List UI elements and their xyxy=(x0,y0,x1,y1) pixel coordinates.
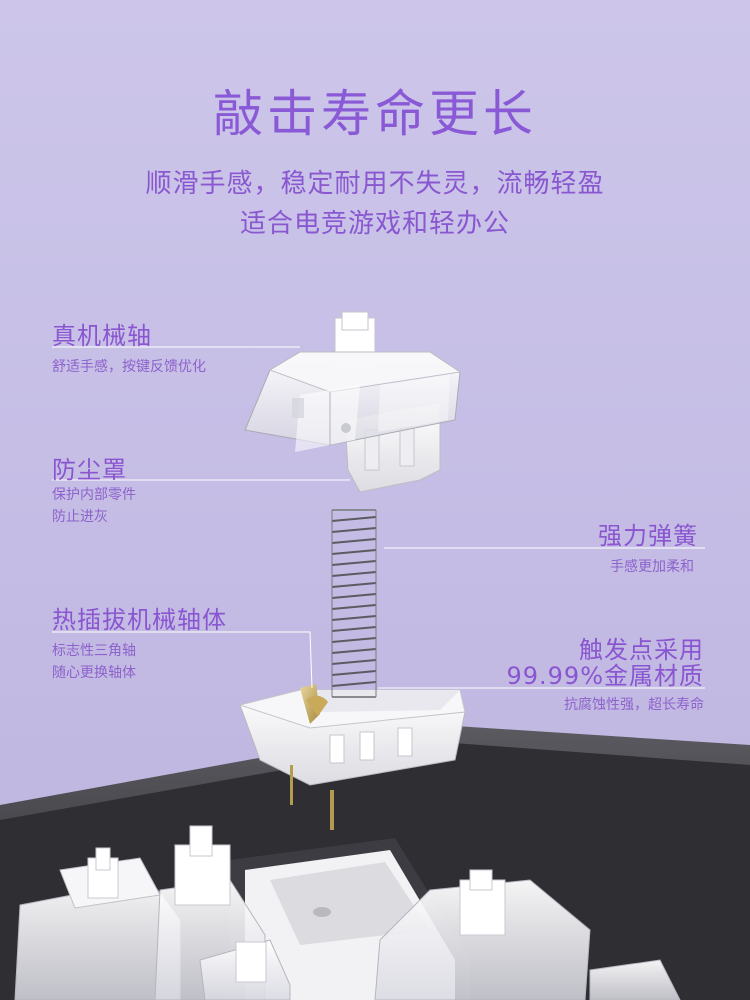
switch-bottom-housing xyxy=(238,684,466,830)
keyboard-switch-mid xyxy=(154,825,291,1000)
callout-spring-label: 强力弹簧 xyxy=(598,522,698,550)
callout-switch-label: 真机械轴 xyxy=(52,322,152,350)
callout-spring-desc: 手感更加柔和 xyxy=(610,559,694,575)
callout-contact-desc: 抗腐蚀性强，超长寿命 xyxy=(564,697,704,713)
callout-socket-label: 热插拔机械轴体 xyxy=(52,606,227,634)
callout-contact-label-1: 触发点采用 xyxy=(579,636,704,664)
callout-dust-label: 防尘罩 xyxy=(52,456,127,484)
callout-contact-label-2: 99.99%金属材质 xyxy=(506,662,704,690)
switch-top-housing xyxy=(244,351,462,452)
callout-dust-desc-1: 保护内部零件 xyxy=(52,487,136,503)
keyboard-switch-left xyxy=(14,847,181,1000)
leader-lines xyxy=(52,346,705,689)
keyboard-switch-right xyxy=(374,869,681,1000)
callout-socket-desc-2: 随心更换轴体 xyxy=(52,665,136,681)
page-title: 敲击寿命更长 xyxy=(213,85,537,143)
subtitle-line-2: 适合电竞游戏和轻办公 xyxy=(239,209,510,239)
callout-socket-desc-1: 标志性三角轴 xyxy=(52,643,136,659)
spring xyxy=(331,509,377,698)
callout-switch-desc: 舒适手感，按键反馈优化 xyxy=(52,359,206,375)
callout-dust-desc-2: 防止进灰 xyxy=(52,509,108,525)
subtitle-line-1: 顺滑手感，稳定耐用不失灵，流畅轻盈 xyxy=(145,169,605,199)
